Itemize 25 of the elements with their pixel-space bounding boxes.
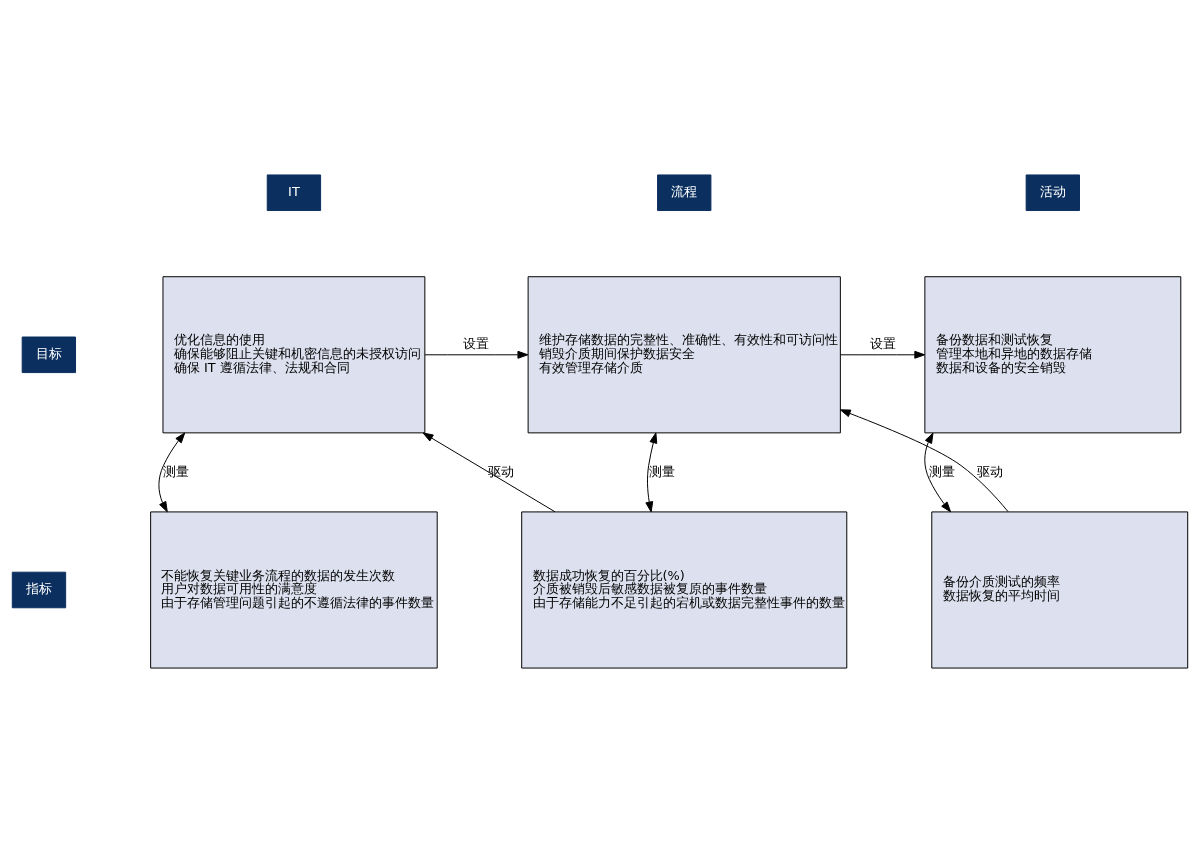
node-box: 数据成功恢复的百分比(%) 介质被销毁后敏感数据被复原的事件数量 由于存储能力不足引起的宕机或数据完整性事件的数量	[521, 510, 848, 669]
arrow	[924, 432, 952, 512]
edge-label: 设置	[463, 335, 490, 351]
node-box: 维护存储数据的完整性、准确性、有效性和可访问性 销毁介质期间保护数据安全 有效管理存储介质	[527, 275, 841, 433]
node-box: 指标	[11, 571, 67, 608]
node-box: 不能恢复关键业务流程的数据的发生次数 用户对数据可用性的满意度 由于存储管理问题引起的不遵循法律的事件数量	[150, 510, 438, 669]
node-box: 备份介质测试的频率 数据恢复的平均时间	[931, 510, 1189, 669]
edge-label: 测量	[929, 463, 956, 479]
edge-label: 设置	[869, 335, 896, 351]
edge-label: 驱动	[976, 463, 1003, 479]
edge-label: 驱动	[488, 463, 515, 479]
node-box: IT	[266, 173, 322, 211]
arrow	[839, 408, 1009, 512]
edge-label: 测量	[648, 463, 675, 479]
arrow	[645, 431, 658, 512]
node-box: 活动	[1025, 173, 1080, 211]
arrow	[158, 431, 186, 512]
arrow	[424, 350, 529, 359]
edge-label: 测量	[163, 463, 190, 479]
arrow	[840, 350, 926, 359]
node-box: 目标	[21, 336, 77, 373]
arrow	[422, 431, 556, 512]
node-box: 流程	[657, 173, 712, 211]
node-box: 优化信息的使用 确保能够阻止关键和机密信息的未授权访问 确保 IT 遵循法律、法规和合同	[162, 275, 426, 433]
node-box: 备份数据和测试恢复 管理本地和异地的数据存储 数据和设备的安全销毁	[924, 275, 1182, 433]
